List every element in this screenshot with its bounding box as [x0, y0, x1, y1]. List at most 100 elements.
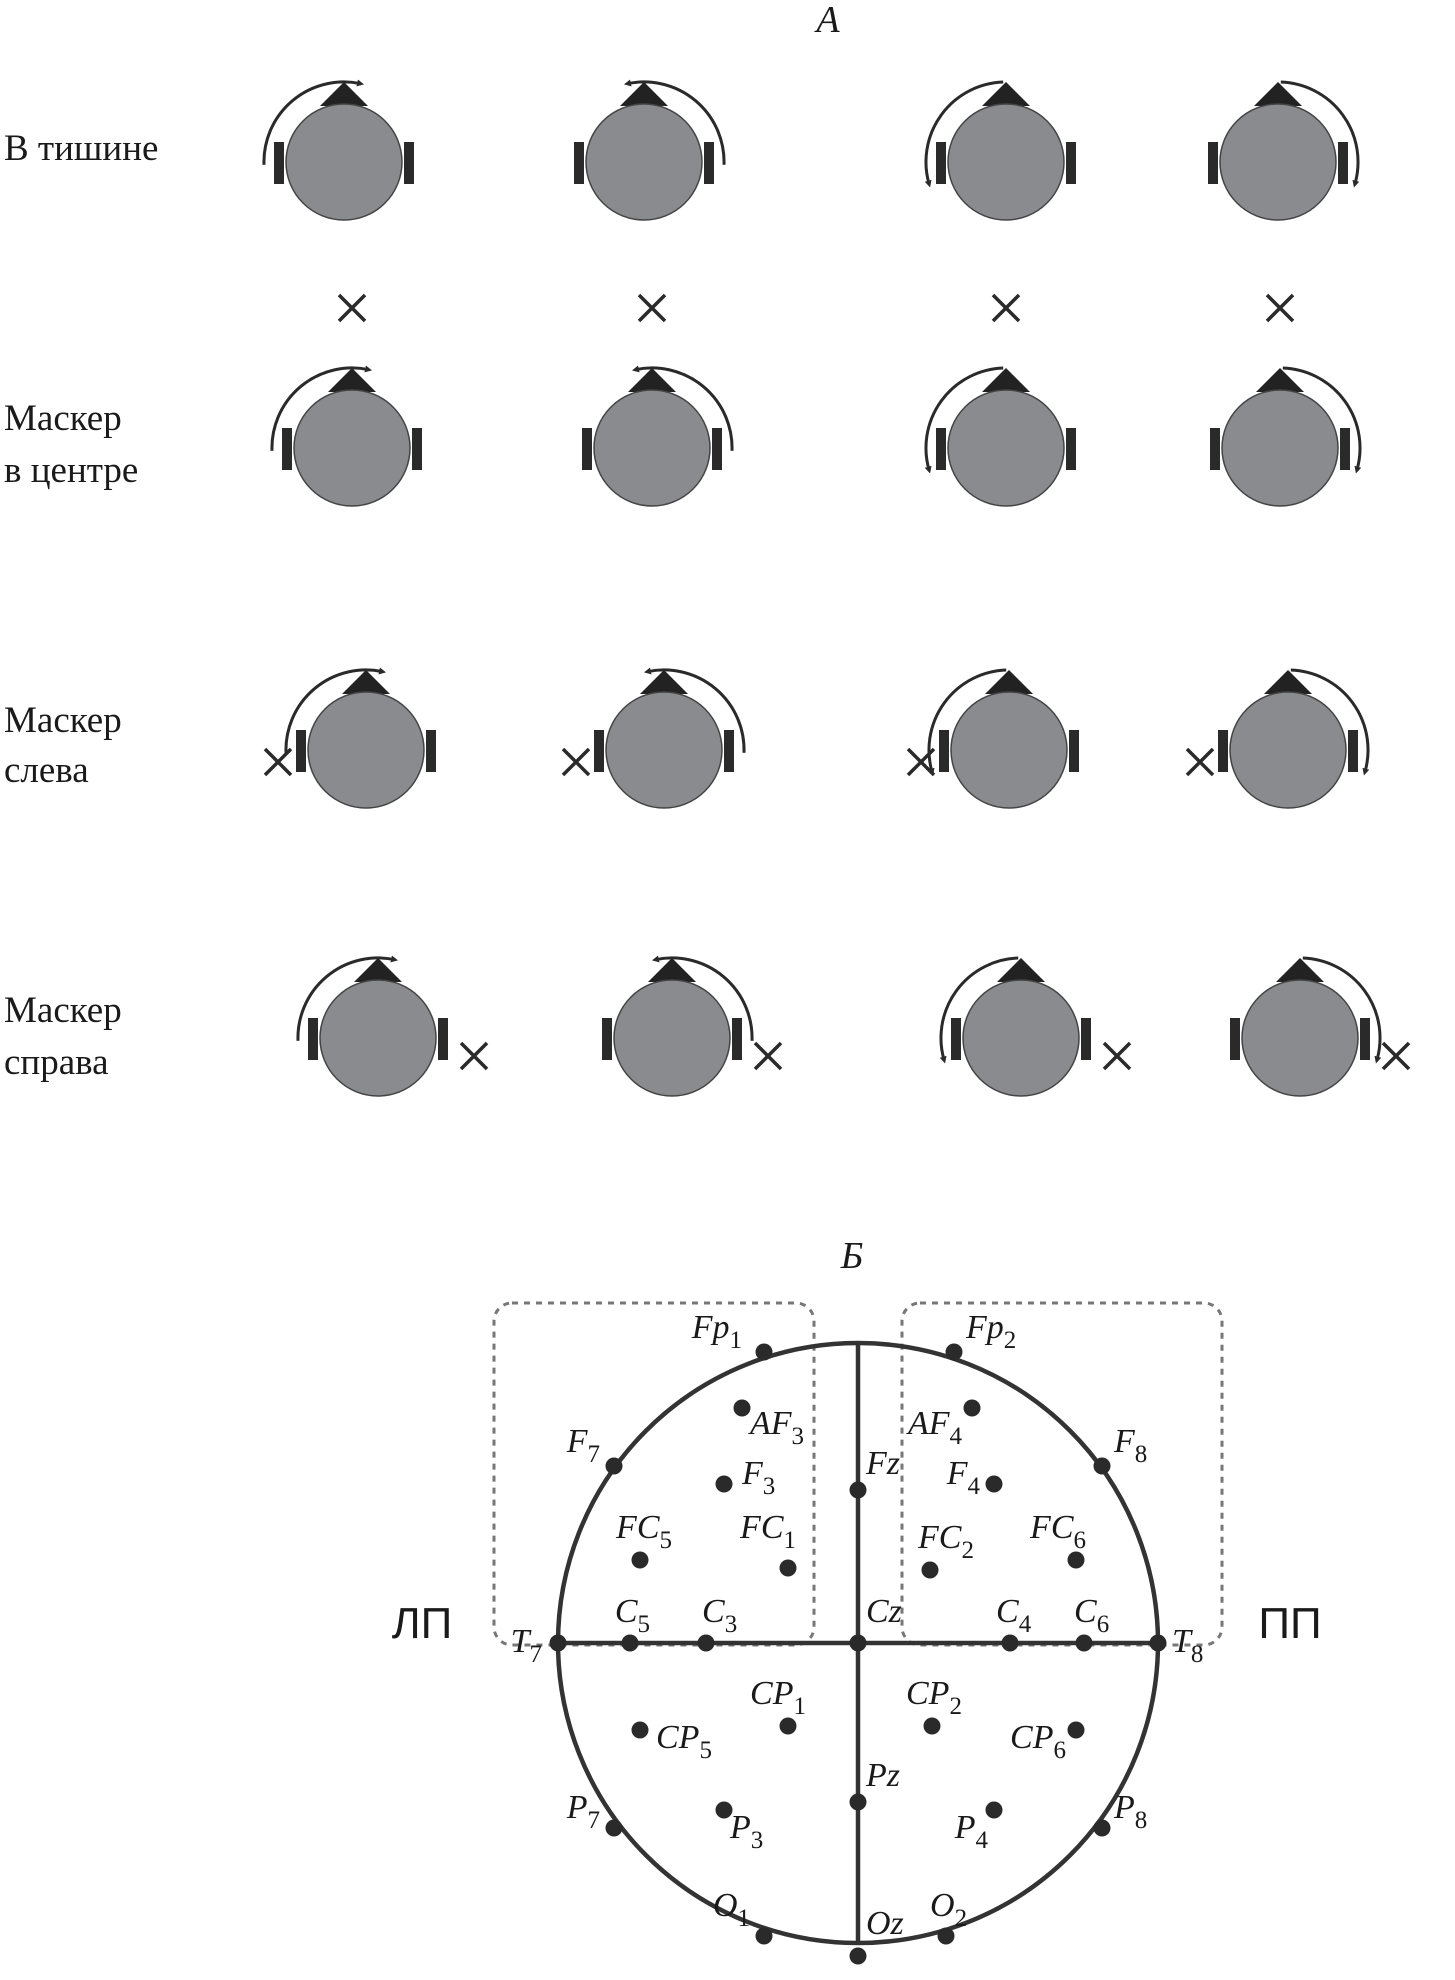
rotation-arrow-icon	[1280, 80, 1360, 188]
masker-symbol	[906, 747, 936, 777]
right-ear-icon	[438, 1018, 448, 1060]
electrode-label: CP5	[656, 1719, 712, 1764]
electrode-dot	[849, 1947, 867, 1965]
electrode-label: O2	[930, 1887, 967, 1932]
masker-symbol	[459, 1041, 489, 1071]
electrode: Cz	[849, 1593, 902, 1652]
electrode: F3	[715, 1455, 775, 1500]
electrode: C5	[615, 1593, 650, 1652]
nose-icon	[982, 368, 1030, 392]
electrode-dot	[945, 1343, 963, 1361]
head-diagram	[924, 80, 1076, 221]
electrode-dot	[1075, 1634, 1093, 1652]
electrode: Fp1	[691, 1309, 773, 1361]
head-diagram	[574, 79, 726, 221]
electrode-label: FC6	[1029, 1509, 1086, 1554]
masker-symbol	[337, 293, 367, 323]
masker-symbol	[637, 293, 667, 323]
head-icon	[950, 691, 1068, 809]
row-label: Маскер	[4, 700, 122, 741]
masker-symbol	[991, 293, 1021, 323]
electrode-label: C5	[615, 1593, 650, 1638]
head-diagram	[906, 668, 1079, 809]
nose-icon	[1254, 82, 1302, 106]
left-ear-icon	[1218, 730, 1228, 772]
electrode-dot	[849, 1634, 867, 1652]
electrode-label: C4	[996, 1593, 1032, 1638]
rotation-arrow-icon	[631, 365, 734, 451]
nose-icon	[997, 958, 1045, 982]
row-label: в центре	[4, 450, 138, 491]
right-ear-icon	[1360, 1018, 1370, 1060]
electrode-dot	[1149, 1634, 1167, 1652]
electrode-dot	[549, 1634, 567, 1652]
electrode-label: C3	[702, 1593, 737, 1638]
left-ear-icon	[582, 428, 592, 470]
nose-icon	[648, 958, 696, 982]
rotation-arrow-icon	[284, 667, 387, 753]
rotation-arrow-icon	[623, 79, 726, 165]
left-hemisphere-label: ЛП	[392, 1599, 453, 1648]
electrode-label: P7	[566, 1789, 600, 1834]
nose-icon	[354, 958, 402, 982]
electrode-label: F7	[566, 1423, 600, 1468]
electrode-label: AF4	[906, 1405, 963, 1450]
rotation-arrow-icon	[1282, 366, 1362, 474]
electrode: T7	[511, 1623, 567, 1668]
right-ear-icon	[426, 730, 436, 772]
nose-icon	[342, 670, 390, 694]
electrode: Fz	[849, 1445, 900, 1499]
right-ear-icon	[1348, 730, 1358, 772]
electrode: Pz	[849, 1757, 900, 1811]
row-label: Маскер	[4, 990, 122, 1031]
electrode-label: CP6	[1010, 1719, 1066, 1764]
head-icon	[947, 103, 1065, 221]
nose-icon	[985, 670, 1033, 694]
right-ear-icon	[712, 428, 722, 470]
electrode-label: Pz	[865, 1757, 900, 1794]
rotation-arrow-icon	[296, 955, 399, 1041]
electrode-dot	[1001, 1634, 1019, 1652]
row-label: справа	[4, 1042, 109, 1083]
rotation-arrow-icon	[262, 79, 365, 165]
left-ear-icon	[274, 142, 284, 184]
head-icon	[593, 389, 711, 507]
electrode-label: F8	[1113, 1423, 1147, 1468]
electrode: P4	[954, 1801, 1003, 1854]
electrode: FC2	[917, 1519, 974, 1579]
electrode-label: Oz	[866, 1905, 904, 1942]
electrode: P3	[715, 1801, 763, 1854]
right-ear-icon	[412, 428, 422, 470]
electrode-dot	[631, 1551, 649, 1569]
nose-icon	[1256, 368, 1304, 392]
electrode: F7	[566, 1423, 623, 1475]
masker-symbol	[1102, 1041, 1132, 1071]
head-diagram	[270, 293, 422, 507]
right-hemisphere-label: ПП	[1258, 1599, 1321, 1648]
electrode-dot	[697, 1634, 715, 1652]
head-icon	[307, 691, 425, 809]
left-ear-icon	[296, 730, 306, 772]
head-diagram	[1210, 293, 1362, 507]
row-label: Маскер	[4, 398, 122, 439]
electrode: F8	[1093, 1423, 1147, 1475]
left-ear-icon	[574, 142, 584, 184]
electrode-dot	[715, 1801, 733, 1819]
head-diagrams	[262, 79, 1411, 1097]
head-diagram	[561, 667, 746, 809]
electrode: AF4	[906, 1399, 981, 1450]
electrode: Fp2	[945, 1309, 1016, 1361]
electrode-label: P4	[954, 1809, 989, 1854]
electrode-label: FC1	[739, 1509, 796, 1554]
head-diagram	[582, 293, 734, 507]
head-icon	[319, 979, 437, 1097]
electrode-label: Fp2	[965, 1309, 1016, 1354]
left-ear-icon	[1210, 428, 1220, 470]
electrode: AF3	[733, 1399, 804, 1450]
electrode: CP1	[750, 1675, 806, 1735]
head-diagram	[602, 955, 783, 1097]
electrode-label: AF3	[748, 1405, 804, 1450]
head-icon	[947, 389, 1065, 507]
